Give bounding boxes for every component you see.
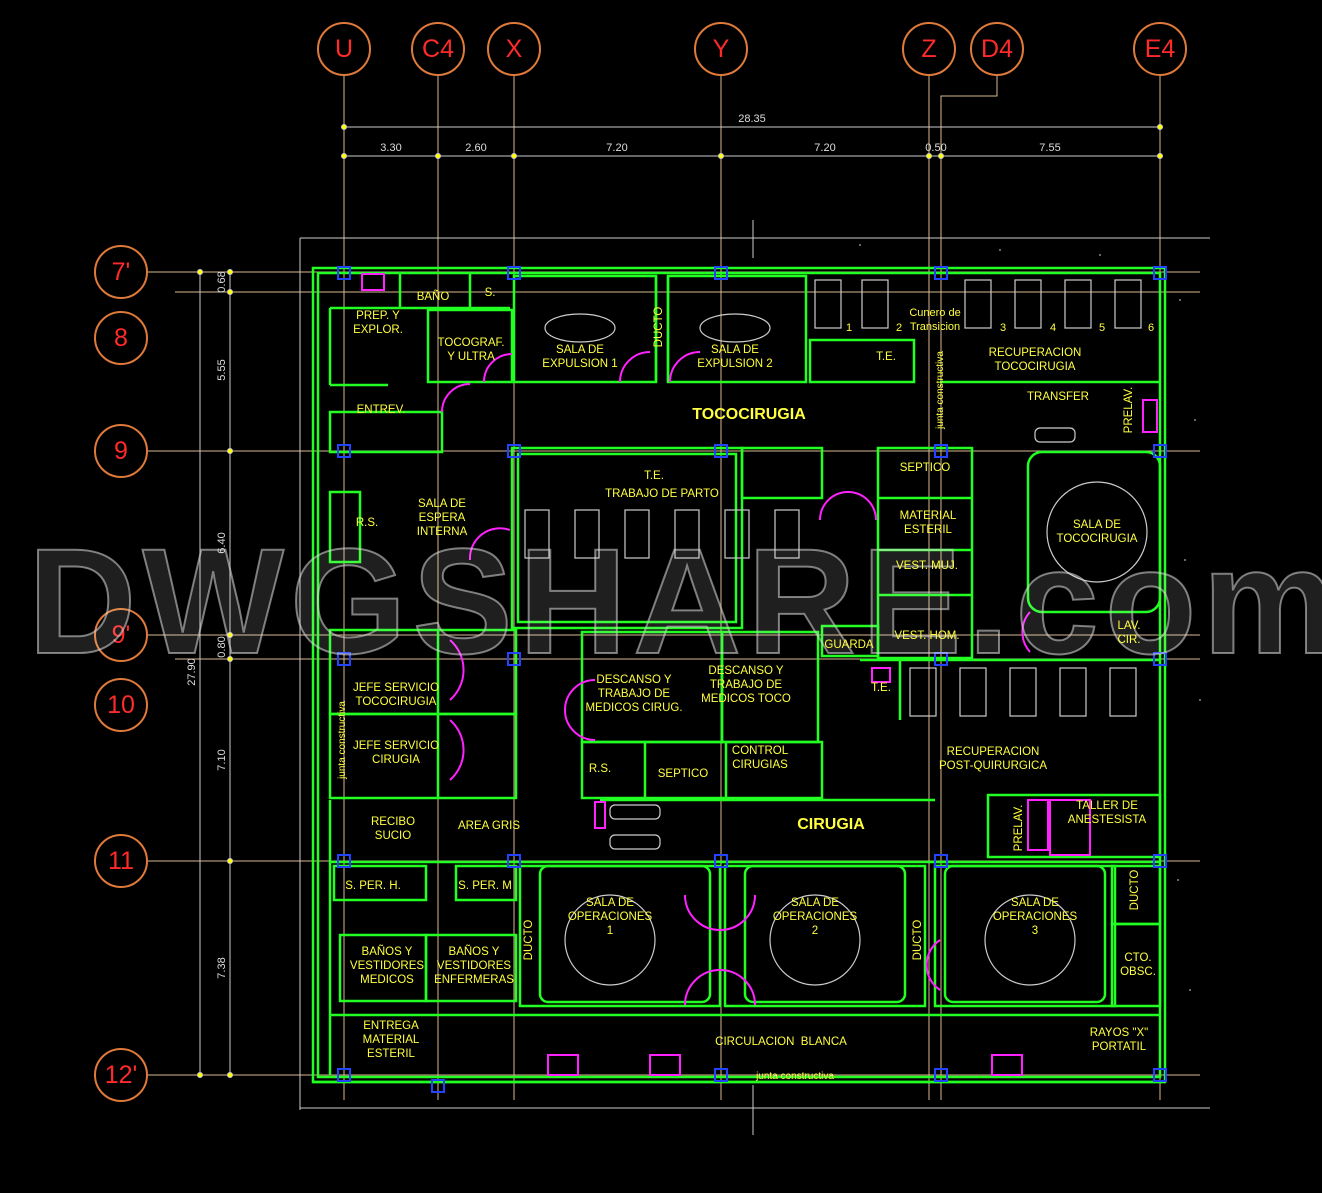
room-label: T.E. [871,682,891,694]
axis-bubble-e4: E4 [1133,22,1187,76]
room-label: BAÑOS Y VESTIDORES MEDICOS [349,946,425,986]
room-label: RECIBO SUCIO [370,816,416,842]
bed-number: 1 [845,322,853,334]
room-label: PRELAV. [1123,386,1135,434]
dimension: 0.50 [925,142,947,154]
axis-bubble-d4: D4 [970,22,1024,76]
room-label: DUCTO [523,919,535,961]
room-label: DUCTO [1129,869,1141,911]
dimension: 7.10 [216,749,228,771]
room-label: R.S. [355,517,379,529]
room-label: S. [484,287,496,299]
room-label: RECUPERACION POST-QUIRURGICA [939,746,1047,772]
room-label: AREA GRIS [458,820,520,832]
room-label: DUCTO [653,306,665,348]
area-label-cirugia: CIRUGIA [797,816,865,833]
axis-bubble-x: X [487,22,541,76]
room-label: JEFE SERVICIO CIRUGIA [352,740,440,766]
bed-number: 4 [1049,322,1057,334]
room-label: VEST. HOM. [894,630,960,642]
room-label: S. PER. M [458,880,512,892]
room-label: BAÑO [416,291,450,303]
dimension: 7.55 [1039,142,1061,154]
room-label: TOCOGRAF. Y ULTRA [437,337,505,363]
room-label: SALA DE TOCOCIRUGIA [1056,519,1138,545]
bed-number: 5 [1098,322,1106,334]
room-label: TALLER DE ANESTESISTA [1067,800,1147,826]
room-label: ENTREGA MATERIAL ESTERIL [362,1020,420,1060]
dimension: 5.55 [216,359,228,381]
room-label: MATERIAL ESTERIL [899,510,957,536]
axis-bubble-8: 8 [94,311,148,365]
room-label: CIRCULACION BLANCA [715,1036,847,1048]
axis-bubble-c4: C4 [411,22,465,76]
axis-bubble-7p: 7' [94,245,148,299]
room-label: SALA DE EXPULSION 1 [542,344,618,370]
axis-bubble-u: U [317,22,371,76]
room-label: S. PER. H. [345,880,401,892]
room-label: ENTREV. [356,404,406,416]
room-label: RAYOS "X" PORTATIL [1089,1027,1149,1053]
room-label: JEFE SERVICIO TOCOCIRUGIA [352,682,440,708]
room-label: TRABAJO DE PARTO [605,488,719,500]
room-label: VEST. MUJ. [896,560,958,572]
doors [361,273,1158,1076]
room-label: SALA DE OPERACIONES 1 [567,897,653,937]
room-label: GUARDA [824,639,874,651]
dimension: 2.60 [465,142,487,154]
room-label: R.S. [588,763,612,775]
room-label: DUCTO [912,919,924,961]
axis-bubble-11: 11 [94,834,148,888]
dimension-total-width: 28.35 [738,113,766,125]
junta-label: junta constructiva [337,701,348,779]
room-label: SEPTICO [657,768,709,780]
room-label: CTO. OBSC. [1120,952,1156,978]
dimension: 7.20 [814,142,836,154]
walls [311,266,1167,1084]
watermark: DWGSHARE.com [27,516,1322,686]
dimension: 3.30 [380,142,402,154]
room-label: DESCANSO Y TRABAJO DE MEDICOS CIRUG. [585,674,683,714]
room-label: CONTROL CIRUGIAS [731,745,789,771]
furniture [524,279,1148,986]
axis-bubble-9p: 9' [94,608,148,662]
room-label: DESCANSO Y TRABAJO DE MEDICOS TOCO [701,665,791,705]
dimension: 7.20 [606,142,628,154]
room-label: SEPTICO [899,462,951,474]
structural-columns [337,266,1167,1093]
bed-number: 2 [895,322,903,334]
junta-label: junta constructiva [935,351,946,429]
room-label: Cunero de Transicion [909,307,961,333]
room-label: RECUPERACION TOCOCIRUGIA [988,347,1082,373]
room-label: PREP. Y EXPLOR. [353,310,403,336]
room-label: BAÑOS Y VESTIDORES ENFERMERAS [434,946,514,986]
axis-bubble-y: Y [694,22,748,76]
room-label: SALA DE OPERACIONES 2 [772,897,858,937]
dimension: 0.68 [216,271,228,293]
room-label: SALA DE OPERACIONES 3 [992,897,1078,937]
dimension: 7.38 [216,957,228,979]
axis-bubble-10: 10 [94,678,148,732]
room-label: PRELAV. [1013,804,1025,852]
axis-bubble-9: 9 [94,424,148,478]
room-label: SALA DE ESPERA INTERNA [416,498,468,538]
axis-bubble-z: Z [902,22,956,76]
junta-label: junta constructiva [756,1071,834,1082]
room-label: LAV. CIR. [1117,620,1141,646]
bed-number: 6 [1147,322,1155,334]
room-label: SALA DE EXPULSION 2 [697,344,773,370]
axis-bubble-12p: 12' [94,1048,148,1102]
area-label-tococirugia: TOCOCIRUGIA [692,406,806,423]
bed-number: 3 [999,322,1007,334]
room-label: T.E. [644,470,664,482]
room-label: TRANSFER [1027,391,1089,403]
room-label: T.E. [876,351,896,363]
